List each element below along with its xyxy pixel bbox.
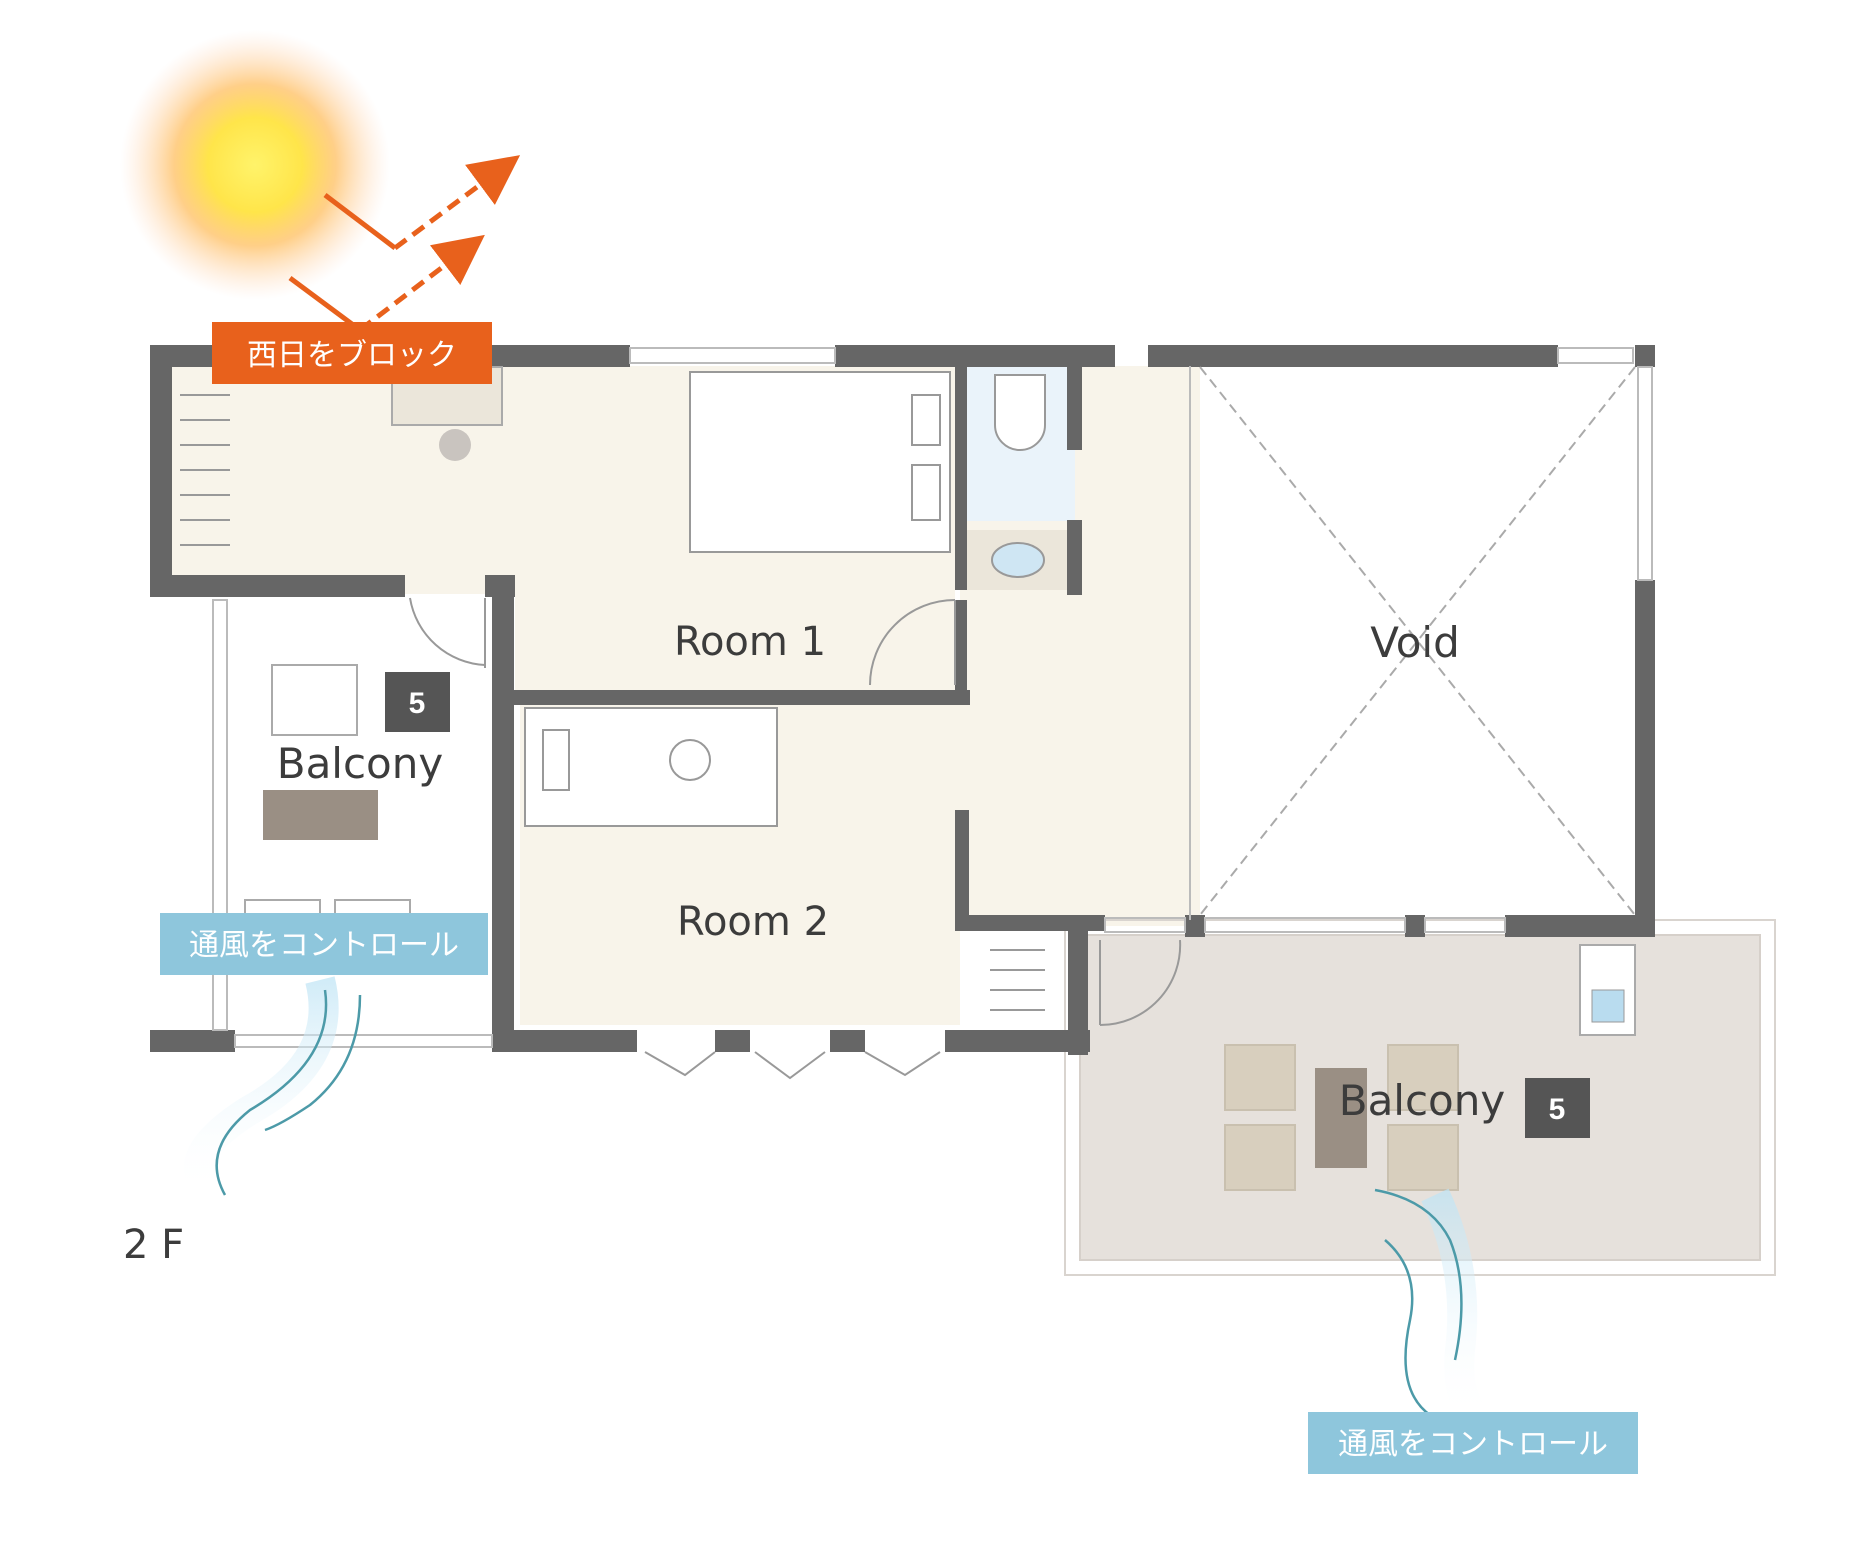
sun-icon xyxy=(120,30,390,300)
toilet-icon xyxy=(994,374,1046,451)
sun-block-note: 西日をブロック xyxy=(212,322,492,384)
balcony-chair xyxy=(1224,1124,1296,1191)
void-label: Void xyxy=(1370,618,1460,667)
doors xyxy=(409,597,1182,1080)
balcony-west-label: Balcony xyxy=(277,739,443,788)
wind-control-note-east: 通風をコントロール xyxy=(1308,1412,1638,1474)
walls xyxy=(150,345,1655,1055)
sink-icon xyxy=(991,542,1045,578)
table xyxy=(263,790,378,840)
windows xyxy=(212,347,1653,1048)
void-area xyxy=(1199,366,1636,916)
balcony-east-label: Balcony xyxy=(1339,1076,1505,1125)
svg-text:5: 5 xyxy=(409,687,426,720)
room2-label: Room 2 xyxy=(677,899,829,945)
furniture xyxy=(180,366,1636,1191)
wind-icon xyxy=(183,976,362,1207)
floor-label: 2 F xyxy=(123,1222,184,1268)
svg-text:通風をコントロール: 通風をコントロール xyxy=(189,928,459,963)
badge-balcony-west: 5 xyxy=(385,672,450,732)
balcony-chair xyxy=(1224,1044,1296,1111)
wind-icon xyxy=(1374,1188,1491,1432)
svg-text:通風をコントロール: 通風をコントロール xyxy=(1338,1427,1608,1462)
balcony-chair xyxy=(1387,1124,1459,1191)
svg-text:5: 5 xyxy=(1549,1093,1566,1126)
wind-control-note-west: 通風をコントロール xyxy=(160,913,488,975)
armchair-icon xyxy=(271,664,358,736)
chair-icon xyxy=(439,429,471,461)
svg-text:西日をブロック: 西日をブロック xyxy=(247,338,457,373)
room1-label: Room 1 xyxy=(674,619,826,665)
badge-balcony-east: 5 xyxy=(1525,1078,1590,1138)
bed xyxy=(689,371,951,553)
chair-icon xyxy=(669,739,711,781)
balcony-table xyxy=(1315,1068,1367,1168)
faucet-icon xyxy=(1591,989,1625,1023)
balcony-chair xyxy=(1387,1044,1459,1111)
sun-reflection-arrows xyxy=(288,155,521,333)
